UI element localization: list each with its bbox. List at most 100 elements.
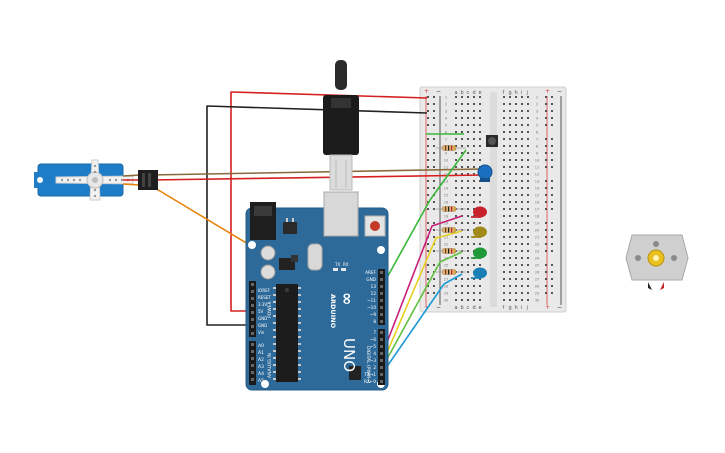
bb-hole (461, 166, 463, 168)
rail-hole (427, 243, 429, 245)
bb-hole (455, 257, 457, 259)
bb-hole (461, 222, 463, 224)
power-section-label: POWER (267, 301, 273, 318)
tx-led (333, 268, 338, 271)
power-pin-label: IOREF (258, 288, 271, 293)
pushbutton-cap[interactable] (488, 137, 496, 145)
bb-hole (473, 187, 475, 189)
servo-motor[interactable] (34, 159, 158, 201)
breadboard-components[interactable] (436, 135, 498, 279)
bb-row-number: 2 (536, 103, 538, 107)
bb-hole (527, 117, 529, 119)
bb-hole (509, 201, 511, 203)
wire-green-pin[interactable] (383, 149, 467, 284)
led[interactable] (471, 267, 487, 280)
bb-hole (515, 173, 517, 175)
rail-hole (433, 159, 435, 161)
rail-hole (427, 187, 429, 189)
rail-hole (551, 278, 553, 280)
bb-hole (515, 138, 517, 140)
potentiometer-knob[interactable] (477, 164, 493, 180)
led-lens[interactable] (473, 206, 487, 218)
bb-row-number: 30 (444, 299, 449, 303)
wire-black-gnd-to-rail[interactable] (206, 105, 428, 326)
bb-hole (509, 264, 511, 266)
rail-hole (427, 285, 429, 287)
header-pin (251, 357, 254, 360)
header-pin (380, 345, 383, 348)
bb-hole (473, 243, 475, 245)
bb-hole (479, 131, 481, 133)
arduino-uno-board[interactable]: TX RX ∞ ARDUINO UNO IOREFRESET3.3V5VGNDG… (245, 191, 389, 391)
bb-col-label-top: e (479, 90, 482, 96)
power-header[interactable] (249, 281, 256, 337)
digital-header-high[interactable] (378, 269, 385, 325)
rail-hole (433, 96, 435, 98)
bb-row-number: 17 (535, 208, 540, 212)
bb-hole (473, 110, 475, 112)
bb-hole (521, 96, 523, 98)
rail-hole (551, 264, 553, 266)
rail-hole (433, 187, 435, 189)
bb-hole (455, 124, 457, 126)
rail-hole (433, 138, 435, 140)
center-channel (490, 92, 497, 307)
bb-row-number: 8 (536, 145, 539, 149)
led[interactable] (471, 247, 487, 260)
bb-row-number: 27 (444, 278, 449, 282)
bb-hole (509, 299, 511, 301)
bb-hole (503, 271, 505, 273)
bb-hole (521, 117, 523, 119)
bb-col-label-bottom: g (509, 305, 512, 311)
rail-hole (551, 103, 553, 105)
wire-red-servo[interactable] (149, 174, 485, 181)
breadboard-labels: aabbccddeeffgghhiijj11223344556677889910… (424, 88, 562, 311)
header-pin (251, 332, 254, 335)
breadboard[interactable]: aabbccddeeffgghhiijj11223344556677889910… (419, 86, 567, 313)
wire-lime-led[interactable] (385, 251, 463, 362)
wire-magenta-led[interactable] (385, 215, 463, 346)
bb-row-number: 12 (535, 173, 540, 177)
bb-row-number: 3 (445, 110, 447, 114)
led-lens[interactable] (473, 247, 487, 259)
digital-pin-label: ~10 (367, 305, 376, 310)
usb-cable[interactable] (323, 60, 359, 191)
bb-row-number: 1 (536, 96, 538, 100)
led-lens[interactable] (473, 226, 487, 238)
led[interactable] (471, 206, 487, 219)
rail-hole (545, 292, 547, 294)
bb-hole (455, 292, 457, 294)
bb-hole (515, 243, 517, 245)
led-lens[interactable] (473, 267, 487, 279)
bb-hole (479, 117, 481, 119)
leds[interactable] (471, 206, 487, 280)
bb-hole (467, 131, 469, 133)
mount-hole (248, 241, 256, 249)
bb-hole (527, 187, 529, 189)
wire-brown-servo[interactable] (149, 168, 485, 176)
bb-hole (455, 201, 457, 203)
digital-header-low[interactable] (378, 329, 385, 385)
wire-yellow-led[interactable] (385, 230, 463, 356)
bb-hole (455, 131, 457, 133)
bb-hole (527, 173, 529, 175)
pushbutton[interactable] (486, 135, 498, 147)
bb-hole (521, 131, 523, 133)
bb-hole (467, 110, 469, 112)
header-pin (251, 325, 254, 328)
analog-header[interactable] (249, 341, 256, 385)
dc-motor[interactable] (625, 234, 689, 290)
led[interactable] (471, 226, 487, 239)
bb-hole (503, 201, 505, 203)
digital-pin-label: 2 (373, 365, 376, 370)
potentiometer[interactable] (477, 164, 493, 182)
bb-hole (503, 96, 505, 98)
header-pin (251, 371, 254, 374)
digital-pin-label: ~6 (370, 337, 377, 342)
bb-hole (515, 152, 517, 154)
reset-button-cap[interactable] (370, 221, 380, 231)
wire-blue-led[interactable] (385, 273, 463, 369)
bb-hole (467, 138, 469, 140)
header-pin (251, 283, 254, 286)
bb-row-number: 19 (535, 222, 540, 226)
